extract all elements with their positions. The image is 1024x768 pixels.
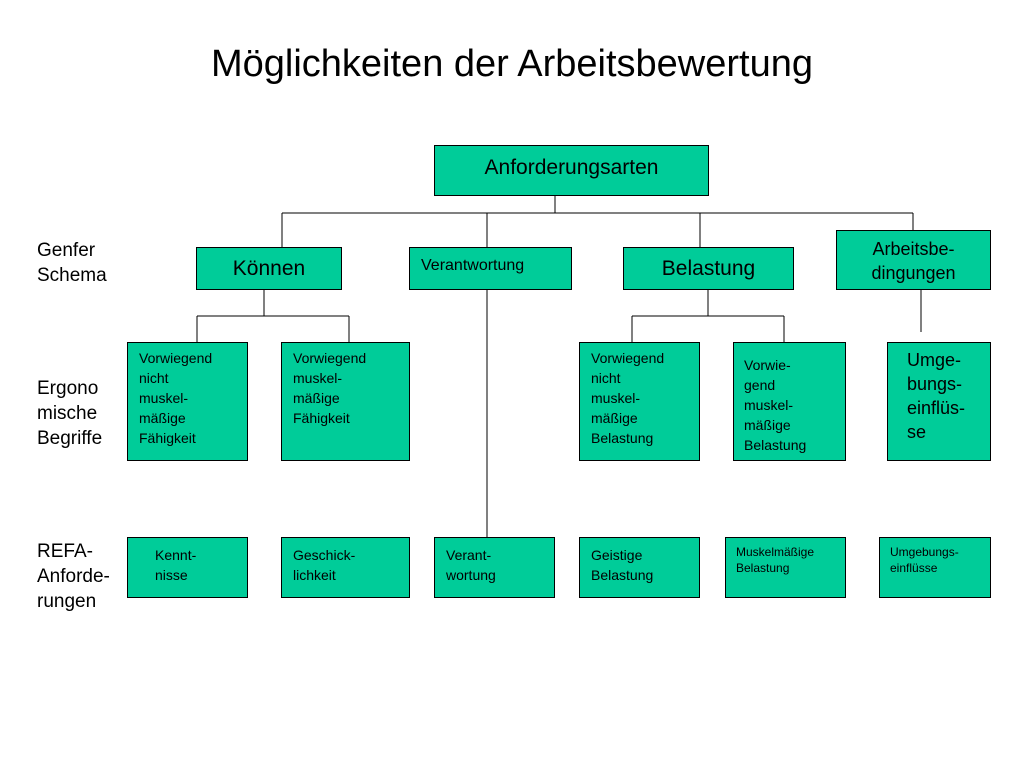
- genfer-node-arbeitsbedingungen-label: Arbeitsbe- dingungen: [871, 239, 956, 283]
- ergo-node-nicht-muskel-faehigkeit-label: Vorwiegend nicht muskel- mäßige Fähigkei…: [139, 350, 213, 446]
- refa-node-umgebungseinfluesse-label: Umgebungs- einflüsse: [890, 545, 959, 575]
- ergo-node-umgebungseinfluesse-label: Umge- bungs- einflüs- se: [907, 350, 966, 442]
- page-title: Möglichkeiten der Arbeitsbewertung: [210, 43, 813, 85]
- row-label-refa-anforderungen: REFA- Anforde- rungen: [37, 541, 110, 612]
- refa-node-umgebungseinfluesse: Umgebungs- einflüsse: [879, 537, 991, 598]
- root-node-label: Anforderungsarten: [484, 156, 659, 179]
- refa-node-verantwortung-label: Verant- wortung: [446, 547, 496, 583]
- genfer-node-arbeitsbedingungen: Arbeitsbe- dingungen: [836, 230, 991, 290]
- ergo-node-umgebungseinfluesse: Umge- bungs- einflüs- se: [887, 342, 991, 461]
- genfer-node-koennen: Können: [196, 247, 342, 290]
- refa-node-verantwortung: Verant- wortung: [434, 537, 555, 598]
- refa-node-geschicklichkeit-label: Geschick- lichkeit: [293, 547, 356, 583]
- refa-node-kenntnisse-label: Kennt- nisse: [155, 547, 197, 583]
- row-label-genfer-schema: Genfer Schema: [37, 240, 107, 286]
- row-label-ergonomische-begriffe: Ergono mische Begriffe: [37, 378, 103, 449]
- refa-node-muskelmaessige-belastung-label: Muskelmäßige Belastung: [736, 545, 815, 575]
- genfer-node-belastung: Belastung: [623, 247, 794, 290]
- refa-node-geistige-belastung-label: Geistige Belastung: [591, 547, 654, 583]
- genfer-node-koennen-label: Können: [232, 257, 306, 280]
- ergo-node-muskel-faehigkeit-label: Vorwiegend muskel- mäßige Fähigkeit: [293, 350, 367, 426]
- refa-node-geschicklichkeit: Geschick- lichkeit: [281, 537, 410, 598]
- ergo-node-muskel-faehigkeit: Vorwiegend muskel- mäßige Fähigkeit: [281, 342, 410, 461]
- refa-node-geistige-belastung: Geistige Belastung: [579, 537, 700, 598]
- refa-node-muskelmaessige-belastung: Muskelmäßige Belastung: [725, 537, 846, 598]
- ergo-node-muskel-belastung-label: Vorwie- gend muskel- mäßige Belastung: [744, 357, 807, 453]
- genfer-node-verantwortung-label: Verantwortung: [421, 257, 525, 274]
- ergo-node-muskel-belastung: Vorwie- gend muskel- mäßige Belastung: [733, 342, 846, 461]
- root-node-anforderungsarten: Anforderungsarten: [434, 145, 709, 196]
- genfer-node-belastung-label: Belastung: [661, 257, 756, 280]
- ergo-node-nicht-muskel-faehigkeit: Vorwiegend nicht muskel- mäßige Fähigkei…: [127, 342, 248, 461]
- ergo-node-nicht-muskel-belastung-label: Vorwiegend nicht muskel- mäßige Belastun…: [591, 350, 665, 446]
- genfer-node-verantwortung: Verantwortung: [409, 247, 572, 290]
- refa-node-kenntnisse: Kennt- nisse: [127, 537, 248, 598]
- ergo-node-nicht-muskel-belastung: Vorwiegend nicht muskel- mäßige Belastun…: [579, 342, 700, 461]
